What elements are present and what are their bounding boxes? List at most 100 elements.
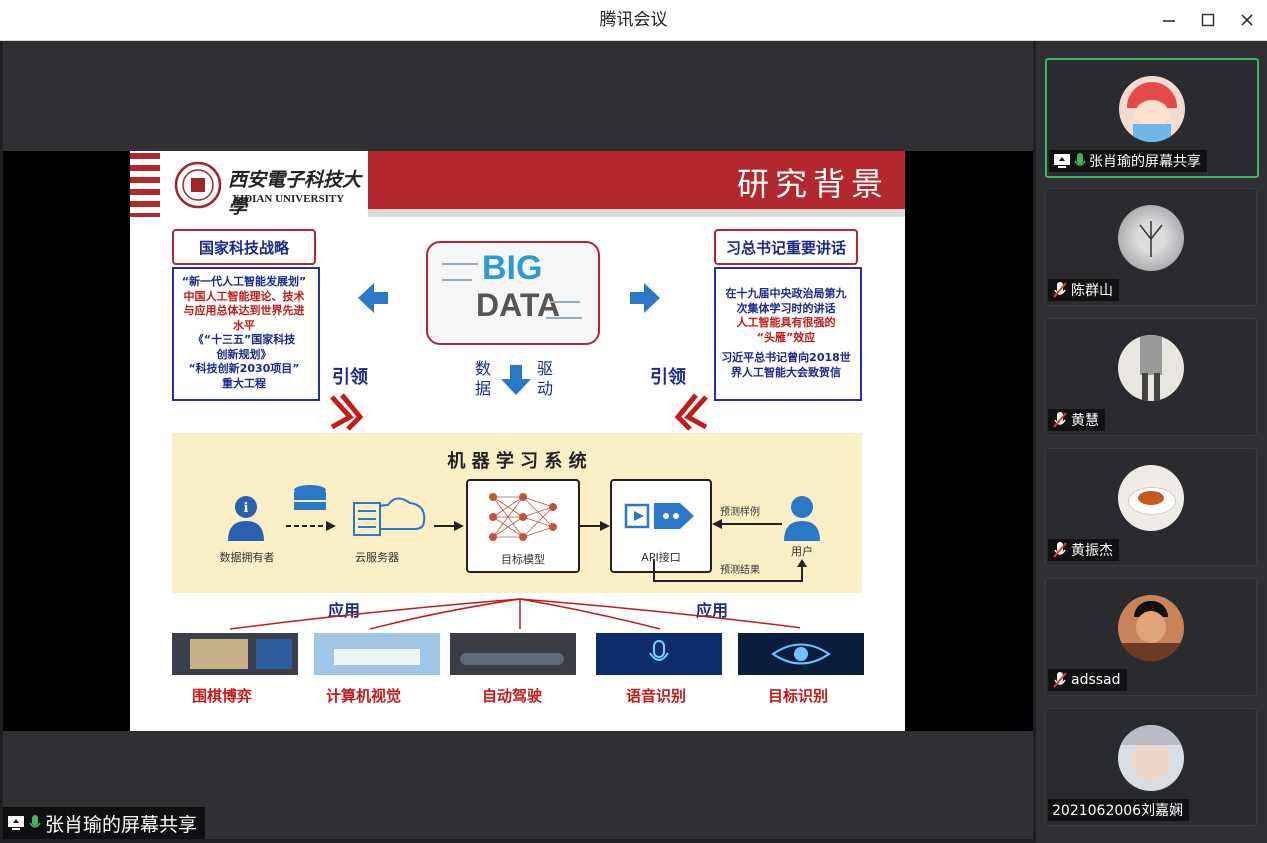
autonomous-driving-image: [450, 633, 576, 675]
arrow-to-model-icon: [434, 521, 464, 531]
avatar: [1118, 595, 1184, 661]
chevron-down-left-icon: [674, 393, 708, 431]
arrow-to-api-from-user-icon: [712, 519, 782, 529]
arrow-right-icon: [630, 283, 660, 313]
ml-system-title: 机 器 学 习 系 统: [447, 451, 587, 472]
participant-name: 黄振杰: [1071, 543, 1113, 559]
target-model-box: 目标模型: [466, 479, 580, 573]
predict-result-label: 预测结果: [720, 565, 760, 576]
mic-muted-icon: [1053, 282, 1067, 298]
maximize-icon: [1201, 13, 1215, 27]
object-recognition-image: [738, 633, 864, 675]
slide-heading: 研究背景: [736, 165, 889, 203]
chevron-down-right-icon: [330, 393, 364, 431]
participant-name: 张肖瑜的屏幕共享: [1089, 154, 1201, 170]
title-bar: 腾讯会议: [0, 0, 1267, 41]
participant-tile[interactable]: 黄振杰: [1045, 448, 1257, 566]
mic-muted-icon: [1053, 412, 1067, 428]
api-label: API接口: [641, 551, 681, 564]
app-speech-label: 语音识别: [626, 687, 687, 705]
university-name-cn: 西安電子科技大學: [228, 169, 362, 218]
predict-sample-label: 预测样例: [720, 507, 760, 518]
participant-tile[interactable]: 黄慧: [1045, 318, 1257, 436]
avatar: [1118, 205, 1184, 271]
screen-share-name: 张肖瑜的屏幕共享: [45, 813, 198, 836]
cloud-server-icon: [353, 497, 426, 536]
application-branch-arrows: [229, 598, 800, 630]
app-cv-label: 计算机视觉: [326, 687, 402, 705]
arrow-left-icon: [358, 283, 388, 313]
screen-share-label: 张肖瑜的屏幕共享: [3, 807, 206, 839]
avatar: [1118, 465, 1184, 531]
eye-icon: [771, 643, 831, 665]
user-label: 用户: [791, 545, 813, 558]
arrow-down-icon: [501, 365, 531, 395]
apply-right-label: 应用: [696, 601, 729, 620]
app-driving-label: 自动驾驶: [482, 687, 543, 705]
participant-tile[interactable]: 2021062006刘嘉娴: [1045, 708, 1257, 826]
speech-text: 在十九届中央政治局第九 次集体学习时的讲话 人工智能具有很强的 “头雁”效应 习…: [721, 287, 851, 379]
participant-name-tag: adssad: [1048, 669, 1127, 691]
participant-name-tag: 黄振杰: [1048, 539, 1119, 561]
svg-text:i: i: [244, 501, 249, 516]
api-plug-icon: [624, 503, 694, 529]
minimize-button[interactable]: [1155, 6, 1183, 34]
avatar: [1118, 335, 1184, 401]
data-owner-label: 数据拥有者: [219, 551, 275, 564]
national-strategy-box: [172, 267, 320, 401]
logo-area: 西安電子科技大學 XIDIAN UNIVERSITY: [166, 151, 366, 218]
participant-tile[interactable]: 陈群山: [1045, 188, 1257, 306]
participant-panel: 张肖瑜的屏幕共享 陈群山 黄慧 黄振杰: [1036, 41, 1267, 843]
neural-network-icon: [489, 493, 557, 541]
avatar: [1118, 725, 1184, 791]
computer-vision-image: [314, 633, 440, 675]
mic-on-icon: [1074, 153, 1086, 166]
participant-name-tag: 黄慧: [1048, 409, 1105, 431]
participant-name-tag: 2021062006刘嘉娴: [1048, 799, 1190, 821]
mic-muted-icon: [1053, 542, 1067, 558]
app-object-label: 目标识别: [768, 687, 829, 705]
target-model-label: 目标模型: [501, 553, 545, 566]
data-owner-icon: i: [228, 496, 264, 541]
go-game-image: [172, 633, 298, 675]
participant-name-tag: 张肖瑜的屏幕共享: [1049, 150, 1207, 172]
participant-tile[interactable]: adssad: [1045, 578, 1257, 696]
participant-tile[interactable]: 张肖瑜的屏幕共享: [1045, 58, 1259, 178]
result-arrow-icon: [653, 559, 807, 582]
participant-name: 2021062006刘嘉娴: [1052, 803, 1184, 819]
app-go-label: 围棋博弈: [192, 687, 253, 705]
mic-muted-icon: [1053, 672, 1067, 688]
participant-name: 黄慧: [1071, 413, 1099, 429]
big-text: BIG: [482, 249, 543, 287]
participant-name-tag: 陈群山: [1048, 279, 1119, 301]
window-title: 腾讯会议: [599, 10, 668, 30]
speech-recognition-image: [596, 633, 722, 675]
shared-screen-stage: 西安電子科技大學 XIDIAN UNIVERSITY 研究背景 国家科技战略 “…: [3, 41, 1033, 839]
participant-name: adssad: [1071, 672, 1121, 688]
api-box: API接口: [610, 479, 712, 573]
arrow-to-api-icon: [580, 521, 610, 531]
tree-icon: [1139, 221, 1163, 257]
national-strategy-title: 国家科技战略: [172, 229, 316, 265]
big-data-box: BIG DATA: [426, 241, 600, 345]
maximize-button[interactable]: [1194, 6, 1222, 34]
header-stripes: [130, 151, 160, 217]
minimize-icon: [1163, 20, 1175, 22]
database-icon: [294, 485, 326, 510]
user-icon: [784, 496, 820, 541]
speech-title: 习总书记重要讲话: [714, 229, 858, 265]
lead-left-label: 引领: [332, 367, 368, 388]
university-seal: [174, 161, 222, 209]
microphone-icon: [649, 640, 669, 661]
ml-system-panel: 机 器 学 习 系 统 i 数据拥有者: [172, 433, 862, 593]
drive-left-label: 数据: [475, 359, 492, 398]
mic-on-icon: [29, 815, 41, 828]
screen-share-icon: [1054, 154, 1070, 168]
lead-right-label: 引领: [650, 367, 686, 388]
dashed-arrow-icon: [286, 521, 336, 531]
close-button[interactable]: [1233, 6, 1261, 34]
close-icon: [1241, 14, 1253, 26]
participant-name: 陈群山: [1071, 283, 1113, 299]
national-strategy-text: “新一代人工智能发展划” 中国人工智能理论、技术 与应用总体达到世界先进 水平 …: [181, 275, 307, 390]
avatar: [1119, 76, 1185, 142]
